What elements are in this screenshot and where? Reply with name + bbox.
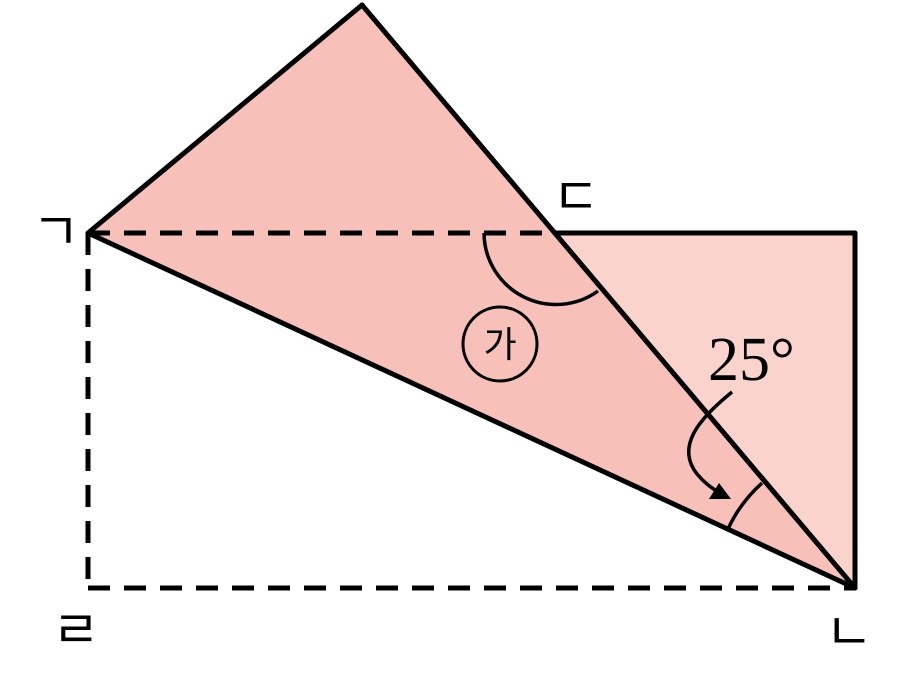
vertex-label-bottom-left: ㄹ: [52, 601, 100, 661]
fold-line-diagonal: [85, 230, 858, 591]
angle-25-label: 25°: [708, 326, 795, 394]
angle-pointer-arrow: [686, 390, 734, 496]
angle-ga-circle: [461, 305, 539, 383]
folded-triangle-fill: [88, 5, 855, 588]
folded-edge-top-left: [85, 2, 365, 236]
angle-25-arc: [726, 481, 764, 530]
folded-edge-right: [359, 2, 858, 591]
vertex-label-bottom-right: ㄴ: [825, 603, 873, 663]
angle-ga-label: 가: [483, 325, 516, 366]
arrow-head: [709, 483, 731, 499]
vertex-label-top-left: ㄱ: [32, 203, 80, 263]
angle-ga-arc: [482, 232, 600, 307]
vertex-label-top-middle: ㄷ: [552, 168, 600, 228]
